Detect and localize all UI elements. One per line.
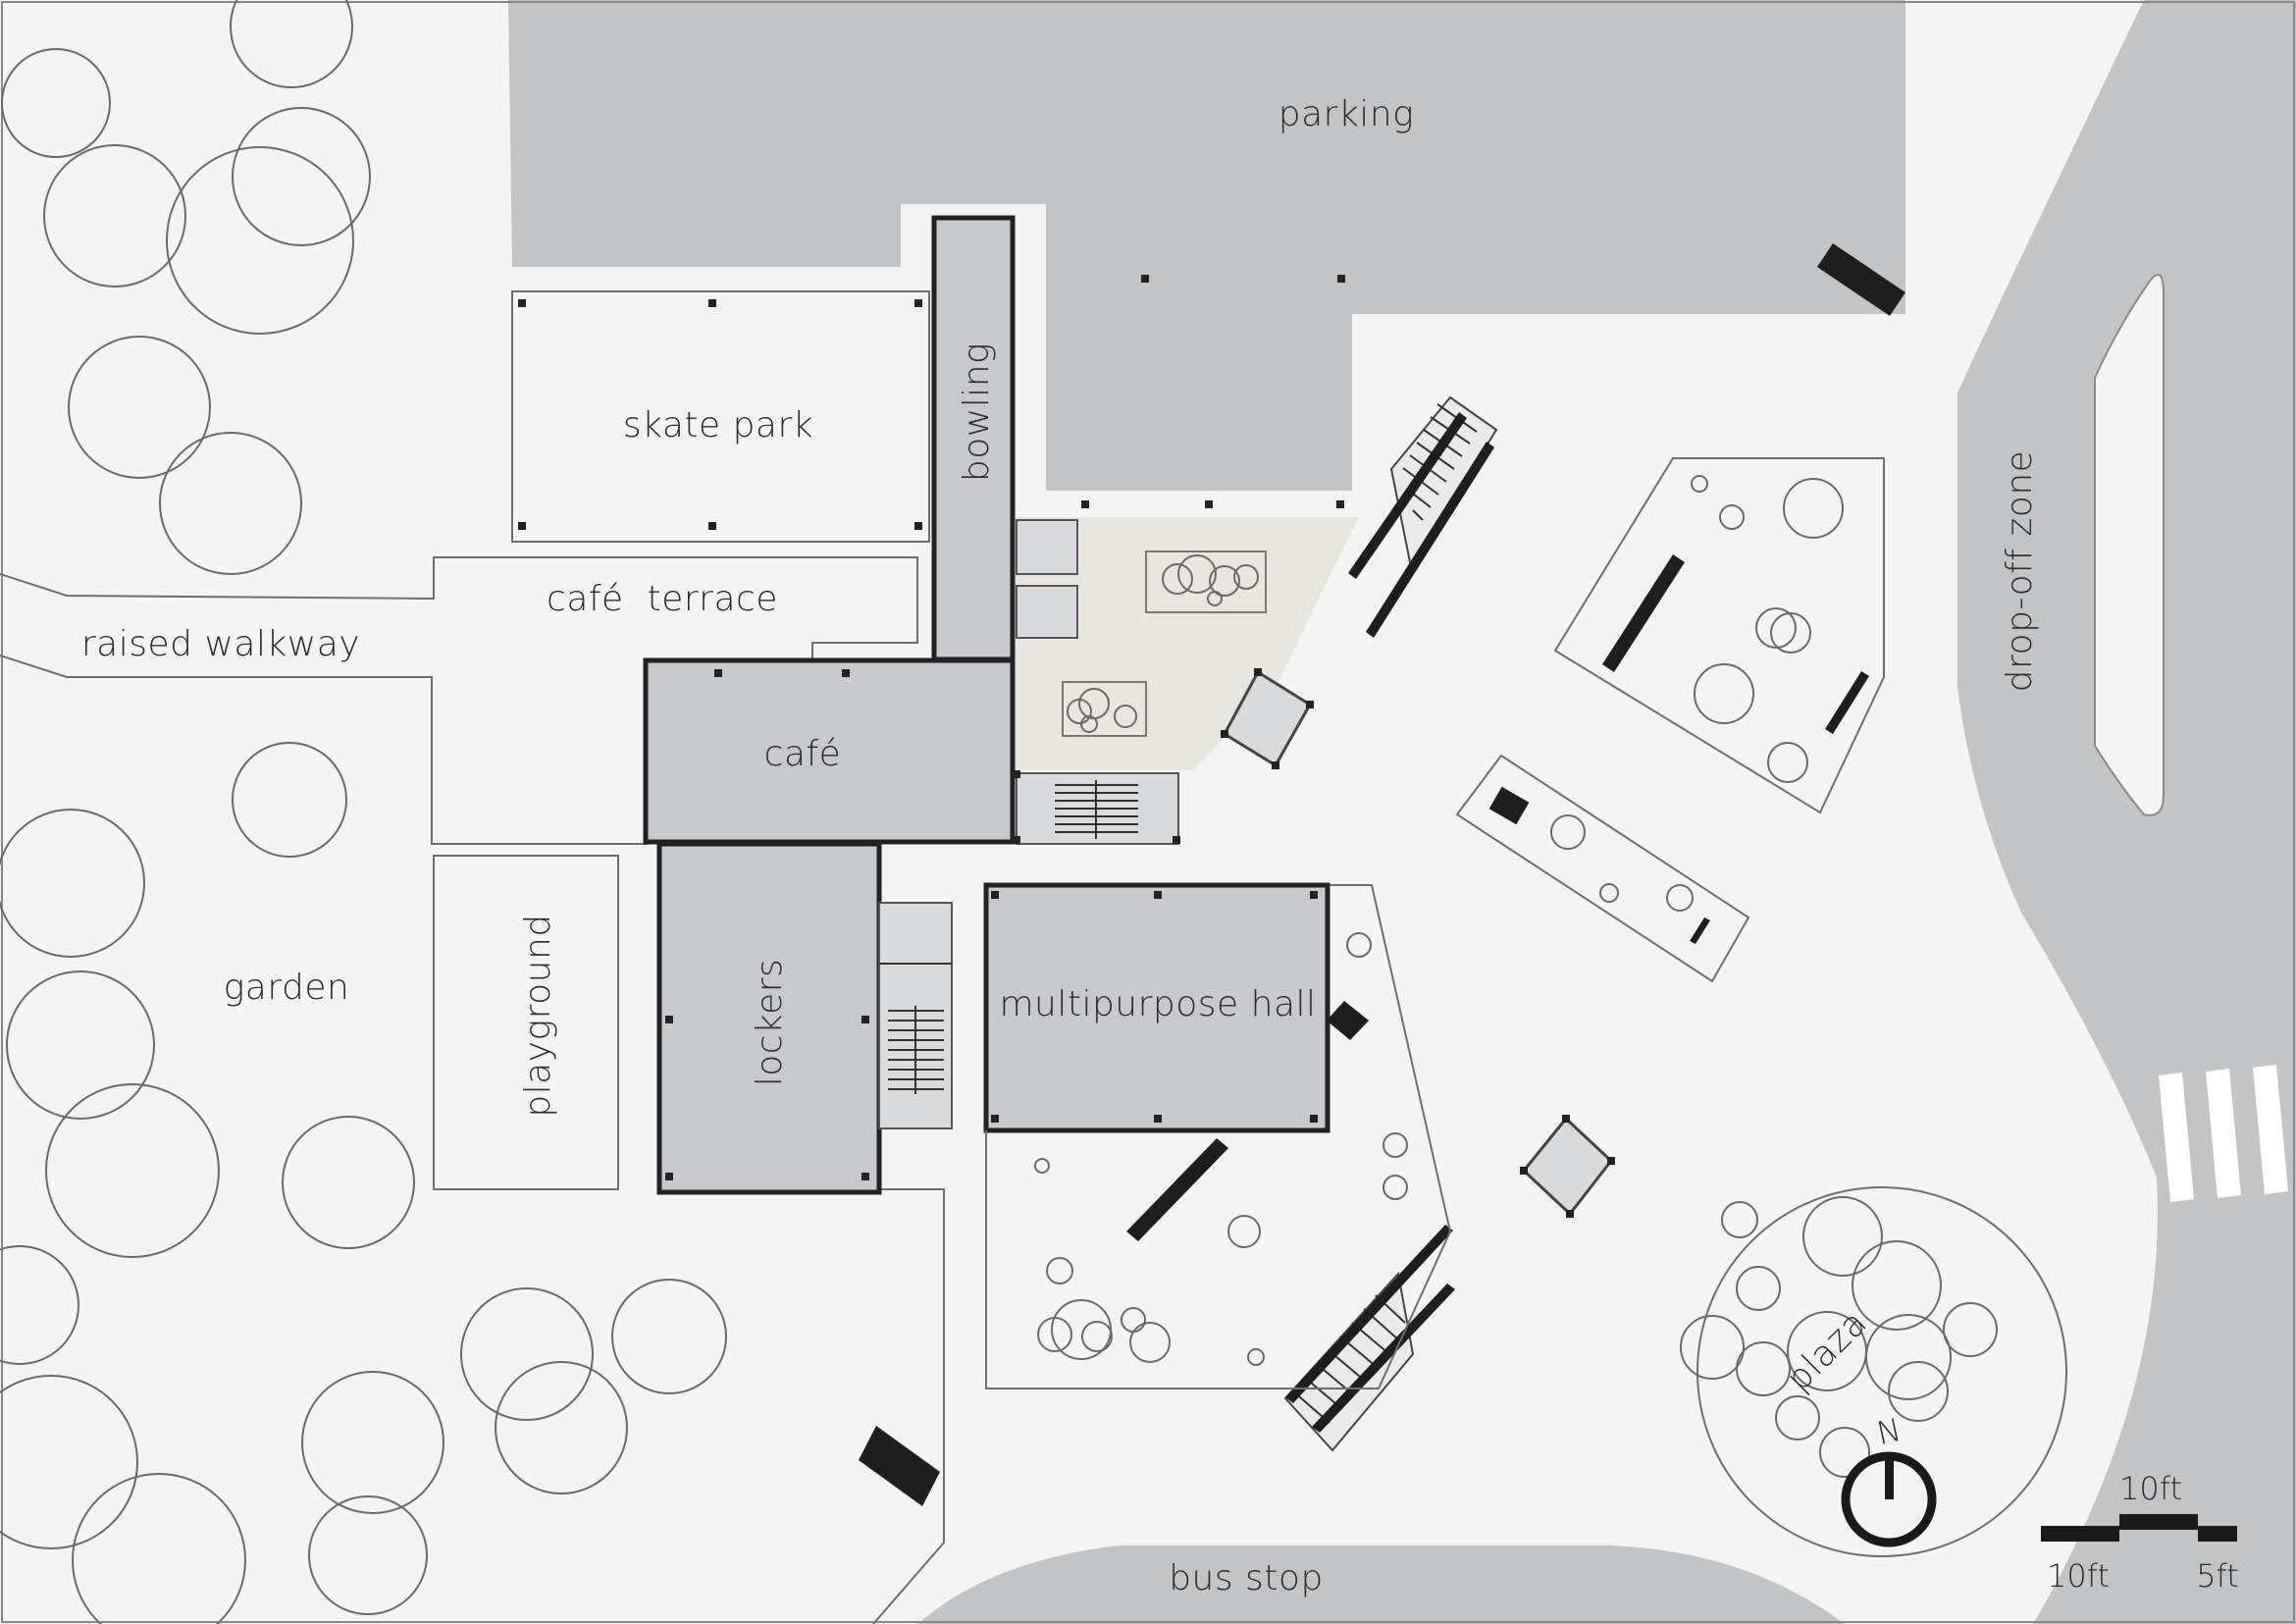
bench-ne-2	[1825, 671, 1869, 734]
median-island	[2094, 274, 2165, 816]
parking-lot	[508, 0, 1905, 491]
bowling-building	[931, 215, 1016, 662]
entry-box-1	[1016, 519, 1078, 575]
stair-lockers-hall	[878, 902, 953, 1129]
label-drop-off-zone: drop-off zone	[2000, 450, 2040, 693]
bench-e-2	[1690, 917, 1710, 944]
playground-zone	[433, 855, 619, 1190]
raised-walkway-outline	[0, 556, 918, 662]
right-road	[1957, 0, 2296, 1624]
skate-park-columns	[518, 299, 922, 530]
garden-trees	[0, 0, 727, 1624]
label-parking: parking	[1278, 94, 1414, 134]
sign-parking	[1817, 243, 1905, 316]
kiosk-1	[1221, 668, 1314, 769]
multipurpose-hall-building	[983, 882, 1331, 1133]
scale-bar	[2041, 1514, 2237, 1542]
kiosk-2	[1520, 1115, 1615, 1218]
stair-lower-diagonal	[1283, 1225, 1455, 1452]
courtyard-planter-2-trees	[1067, 688, 1137, 733]
bench-ne-1	[1602, 554, 1685, 672]
courtyard-planter-2	[1062, 681, 1147, 737]
label-lockers: lockers	[750, 959, 790, 1087]
label-multipurpose-hall: multipurpose hall	[999, 984, 1316, 1024]
north-arrow-icon	[1841, 1451, 1937, 1547]
label-cafe-terrace: café terrace	[547, 579, 778, 619]
plaza-trees	[1680, 1196, 1998, 1478]
label-bowling: bowling	[957, 342, 997, 482]
planter-zone-e	[1455, 754, 1750, 983]
plaza-circle	[1696, 1186, 2067, 1557]
planter-zone-ne	[1553, 457, 1885, 814]
bus-stop-road	[917, 1545, 1845, 1624]
scale-bottom-left-label: 10ft	[2047, 1557, 2110, 1595]
bench-e-1	[1488, 786, 1530, 825]
planter-zone-ne-trees	[1691, 475, 1844, 783]
bench-hall-south	[1126, 1138, 1228, 1241]
courtyard-planter-1	[1145, 550, 1267, 613]
hall-south-zone	[985, 884, 1452, 1389]
skate-park-zone	[511, 290, 930, 543]
stair-cafe-south	[1013, 770, 1180, 845]
bench-hall-east	[1327, 1001, 1369, 1040]
courtyard-planter-1-trees	[1162, 554, 1259, 606]
label-garden: garden	[224, 968, 350, 1008]
sign-garden	[859, 1426, 940, 1506]
label-skate-park: skate park	[623, 405, 813, 445]
cafe-building	[643, 657, 1016, 845]
label-raised-walkway: raised walkway	[81, 624, 360, 664]
label-cafe: café	[764, 734, 842, 774]
lockers-building	[656, 841, 882, 1195]
building-columns	[665, 275, 1345, 1180]
scale-bottom-right-label: 5ft	[2196, 1557, 2239, 1595]
label-playground: playground	[518, 914, 558, 1117]
courtyard-highlight	[1016, 517, 1359, 770]
entry-box-2	[1016, 585, 1078, 639]
stair-upper-diagonal	[1348, 395, 1498, 638]
crosswalk	[2159, 1065, 2288, 1202]
planter-zone-e-trees	[1550, 814, 1694, 912]
label-bus-stop: bus stop	[1169, 1558, 1324, 1598]
hall-south-trees	[1034, 932, 1408, 1366]
scale-top-label: 10ft	[2119, 1470, 2182, 1507]
